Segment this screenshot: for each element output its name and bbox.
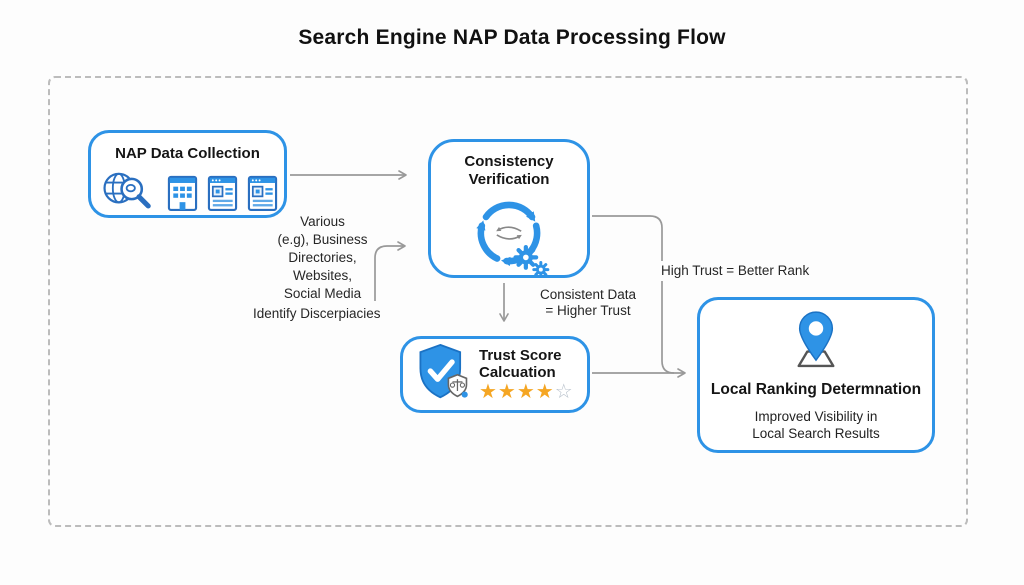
page-title: Search Engine NAP Data Processing Flow xyxy=(298,26,726,49)
star-empty: ☆ xyxy=(554,381,574,403)
label-data-sources: Various (e.g), Business Directories, Web… xyxy=(277,214,368,301)
shield-check-icon xyxy=(415,342,471,407)
node-subtitle-line2: Local Search Results xyxy=(752,426,880,441)
badge-scales-icon xyxy=(447,373,468,398)
gear-icon xyxy=(513,244,539,270)
node-title: Local Ranking Determnation xyxy=(710,381,922,398)
node-title-line2: Verification xyxy=(468,171,550,188)
flow-canvas-border xyxy=(48,76,968,527)
node-trust-score-calculation: Trust Score Calcuation ★★★★☆ xyxy=(400,336,590,413)
directory-listing-icon xyxy=(207,171,238,217)
label-high-trust-better-rank: High Trust = Better Rank xyxy=(658,261,813,281)
node-consistency-verification: Consistency Verification xyxy=(428,139,590,279)
label-identify-discrepancies: Identify Discerpiacies xyxy=(253,306,381,321)
stars-filled: ★★★★ xyxy=(479,381,555,403)
building-icon xyxy=(167,171,198,217)
directory-listing-icon-2 xyxy=(247,171,278,217)
node-title-line2: Calcuation xyxy=(479,364,556,381)
node-subtitle-line1: Improved Visibility in xyxy=(754,409,878,424)
node-title: NAP Data Collection xyxy=(115,145,260,162)
node-nap-data-collection: NAP Data Collection xyxy=(88,130,287,218)
globe-search-icon xyxy=(98,166,158,217)
star-rating: ★★★★☆ xyxy=(479,382,574,402)
map-pin-icon xyxy=(791,310,841,375)
collection-icon-row xyxy=(91,166,284,217)
node-local-ranking-determination: Local Ranking Determnation Improved Visi… xyxy=(697,297,935,453)
node-title-line1: Trust Score xyxy=(479,347,562,364)
gear-icon-small xyxy=(532,261,550,279)
sync-cycle-gears-icon xyxy=(462,190,556,283)
node-title-line1: Consistency xyxy=(464,153,554,170)
label-consistent-data-higher-trust: Consistent Data = Higher Trust xyxy=(539,287,637,318)
